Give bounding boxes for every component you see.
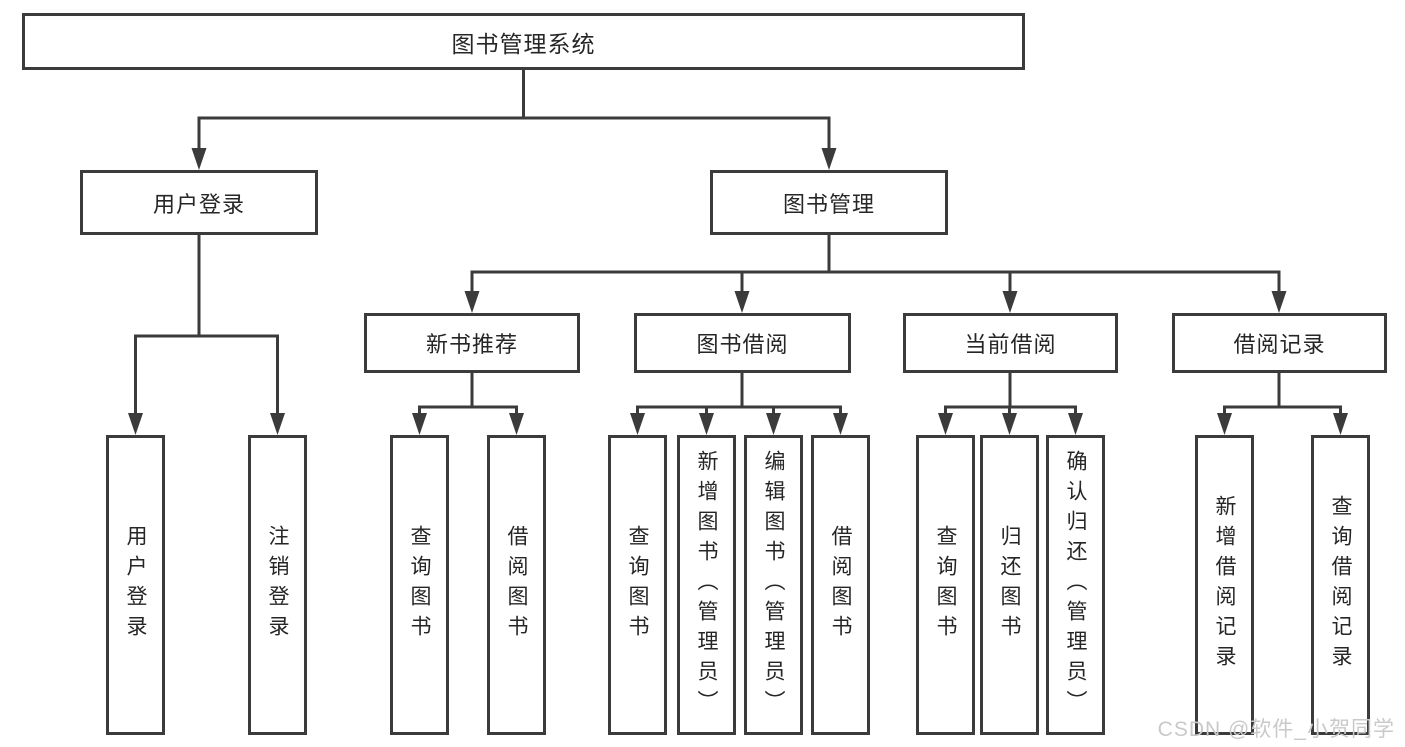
node-label: 查询图书 (626, 525, 649, 645)
node-book-management: 图书管理 (710, 170, 948, 235)
node-label: 新增借阅记录 (1213, 495, 1236, 675)
node-label: 查询图书 (408, 525, 431, 645)
csdn-watermark: CSDN @软件_小贺同学 (1157, 718, 1395, 741)
node-label: 注销登录 (266, 525, 289, 645)
node-library-management-system: 图书管理系统 (22, 13, 1025, 70)
node-label: 用户登录 (124, 525, 147, 645)
node-current-borrow: 当前借阅 (903, 313, 1118, 373)
node-leaf-borrow-books-borrow: 借阅图书 (811, 435, 870, 735)
node-label: 查询借阅记录 (1329, 495, 1352, 675)
node-leaf-add-books-admin: 新增图书（管理员） (677, 435, 736, 735)
node-leaf-edit-books-admin: 编辑图书（管理员） (744, 435, 803, 735)
node-label: 查询图书 (934, 525, 957, 645)
node-leaf-query-borrow-record: 查询借阅记录 (1311, 435, 1370, 735)
node-new-book-recommend: 新书推荐 (364, 313, 580, 373)
node-label: 新增图书（管理员） (695, 450, 718, 720)
node-label: 借阅图书 (829, 525, 852, 645)
node-leaf-add-borrow-record: 新增借阅记录 (1195, 435, 1254, 735)
node-user-login: 用户登录 (80, 170, 318, 235)
node-leaf-query-books-borrow: 查询图书 (608, 435, 667, 735)
node-leaf-borrow-books-recommend: 借阅图书 (487, 435, 546, 735)
node-label: 确认归还（管理员） (1064, 450, 1087, 720)
node-label: 借阅图书 (505, 525, 528, 645)
node-leaf-logout: 注销登录 (248, 435, 307, 735)
node-leaf-query-books-recommend: 查询图书 (390, 435, 449, 735)
node-borrow-record: 借阅记录 (1172, 313, 1387, 373)
node-leaf-query-books-current: 查询图书 (916, 435, 975, 735)
node-leaf-user-login: 用户登录 (106, 435, 165, 735)
node-leaf-return-books: 归还图书 (980, 435, 1039, 735)
node-label: 编辑图书（管理员） (762, 450, 785, 720)
node-label: 归还图书 (998, 525, 1021, 645)
node-book-borrow: 图书借阅 (634, 313, 851, 373)
node-leaf-confirm-return-admin: 确认归还（管理员） (1046, 435, 1105, 735)
